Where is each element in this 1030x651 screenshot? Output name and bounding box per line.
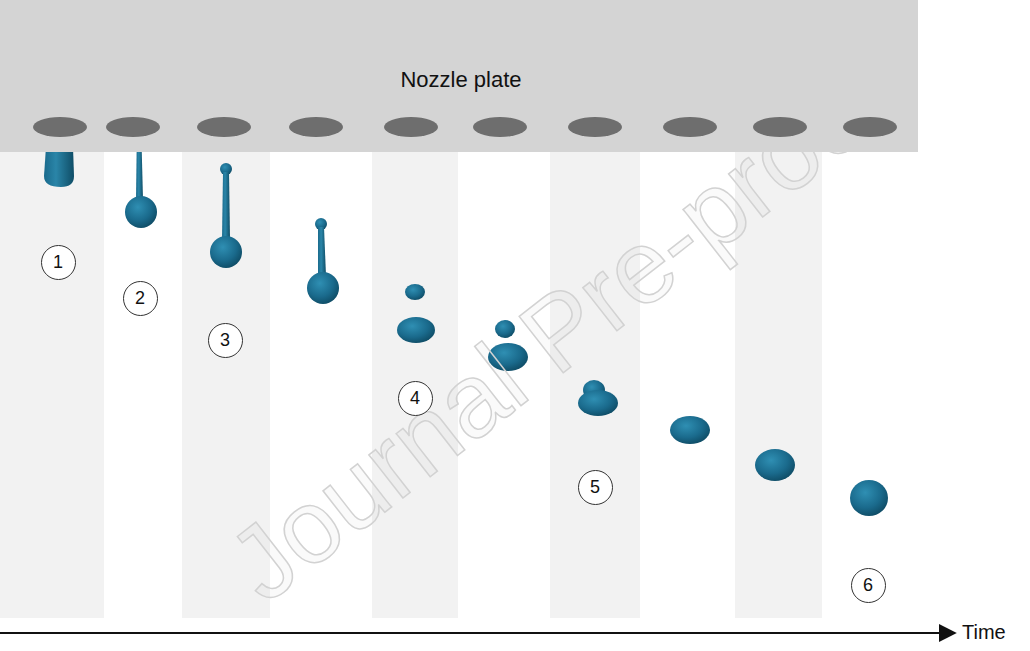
callout-text: 5 <box>590 477 600 498</box>
nozzle <box>33 117 87 137</box>
nozzle <box>384 117 438 137</box>
callout-number: 3 <box>208 323 243 358</box>
callout-number: 2 <box>123 281 158 316</box>
column-stripes <box>0 150 822 618</box>
callout-text: 4 <box>410 388 420 409</box>
nozzle <box>663 117 717 137</box>
callout-number: 6 <box>851 568 886 603</box>
nozzle <box>289 117 343 137</box>
callout-number: 1 <box>41 245 76 280</box>
nozzle-plate: Nozzle plate <box>0 0 918 152</box>
droplets <box>44 118 888 516</box>
axis-label: Time <box>962 621 1006 644</box>
callout-text: 2 <box>135 288 145 309</box>
callout-text: 6 <box>863 575 873 596</box>
time-axis <box>0 632 955 634</box>
nozzle <box>568 117 622 137</box>
callout-number: 5 <box>578 470 613 505</box>
callout-text: 3 <box>220 330 230 351</box>
plate-label: Nozzle plate <box>400 67 521 93</box>
callout-text: 1 <box>53 252 63 273</box>
nozzle <box>473 117 527 137</box>
nozzle <box>106 117 160 137</box>
nozzle <box>843 117 897 137</box>
nozzle <box>197 117 251 137</box>
callout-number: 4 <box>398 381 433 416</box>
nozzle <box>753 117 807 137</box>
